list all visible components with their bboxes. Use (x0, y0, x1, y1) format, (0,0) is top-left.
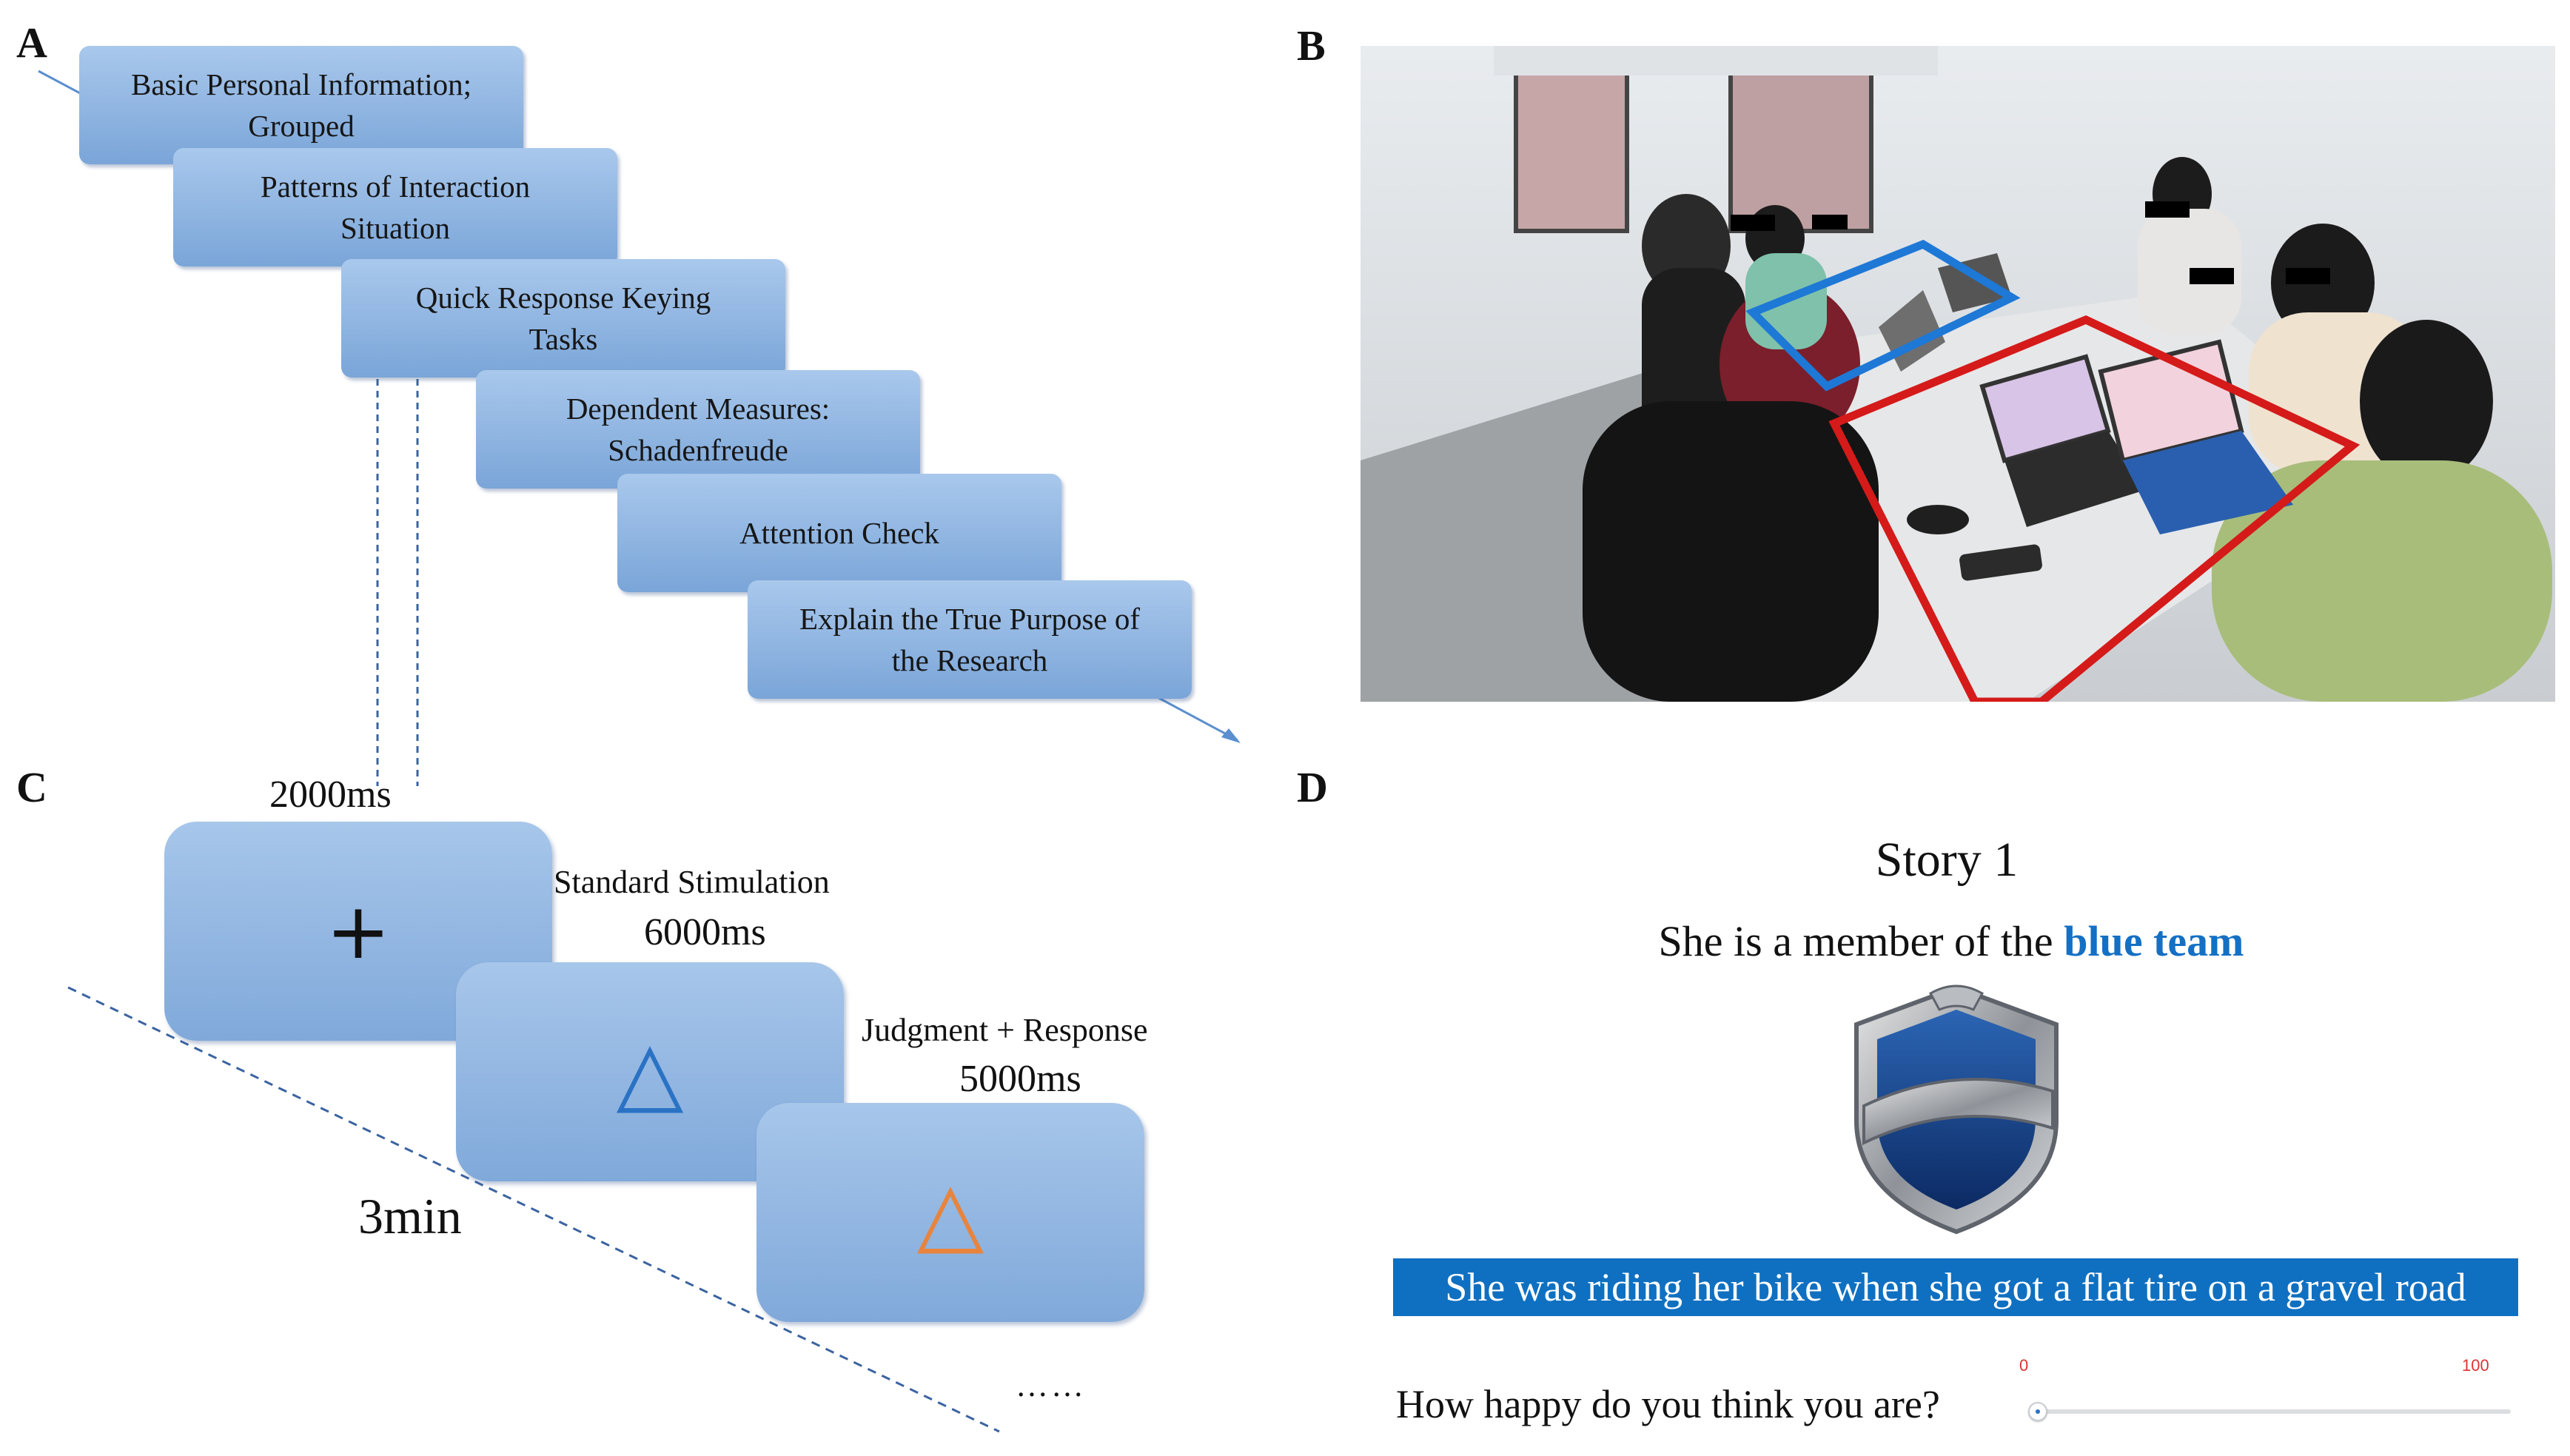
happiness-slider[interactable] (2028, 1402, 2511, 1421)
judgment-response-label: Judgment + Response (862, 1012, 1148, 1048)
blue-triangle-icon: △ (616, 1021, 684, 1123)
step-text-line1: Basic Personal Information; (130, 67, 472, 101)
step-text-line2: the Research (891, 643, 1048, 677)
standard-duration-label: 6000ms (644, 911, 766, 953)
standard-stimulation-label: Standard Stimulation (554, 864, 830, 900)
step-attention-check: Attention Check (617, 474, 1061, 592)
step-explain-purpose: Explain the True Purpose of the Research (748, 580, 1192, 699)
blue-team-shield-emblem-icon (1854, 984, 2059, 1235)
step-text-line2: Situation (340, 211, 451, 245)
fixation-cross-icon: + (326, 886, 391, 976)
fixation-duration-label: 2000ms (269, 774, 392, 816)
blue-team-outline (1745, 239, 2021, 392)
slider-track (2037, 1409, 2511, 1414)
slider-min-label: 0 (2019, 1356, 2029, 1375)
step-text-line1: Attention Check (739, 516, 939, 550)
step-text-line1: Patterns of Interaction (260, 170, 531, 204)
panel-label-a: A (16, 19, 47, 67)
panel-label-b: B (1297, 21, 1326, 70)
team-statement: She is a member of the blue team (1588, 916, 2314, 966)
slider-thumb-dot (2036, 1409, 2040, 1414)
step-dependent-measures: Dependent Measures: Schadenfreude (476, 370, 920, 489)
slider-max-label: 100 (2462, 1356, 2489, 1375)
red-team-outline (1828, 315, 2361, 702)
continuation-ellipsis: …… (1016, 1367, 1087, 1403)
orange-triangle-icon: △ (916, 1161, 984, 1264)
step-text-line2: Grouped (248, 109, 355, 143)
step-basic-personal-information: Basic Personal Information; Grouped (79, 46, 523, 164)
step-text-line1: Dependent Measures: (566, 392, 831, 426)
participants-photo-illustration (1361, 46, 2555, 702)
panel-label-c: C (16, 763, 47, 811)
step-text-line2: Tasks (529, 322, 598, 356)
story-title: Story 1 (1875, 833, 2019, 887)
panel-label-d: D (1297, 763, 1328, 811)
story-scenario-banner: She was riding her bike when she got a f… (1393, 1258, 2518, 1316)
step-text-line1: Explain the True Purpose of (799, 602, 1141, 636)
step-text-line1: Quick Response Keying (415, 281, 711, 315)
team-name: blue team (2064, 917, 2244, 965)
judgment-response-screen: △ (756, 1103, 1144, 1322)
team-statement-prefix: She is a member of the (1658, 917, 2064, 965)
participants-photo (1361, 46, 2555, 702)
standard-stimulation-screen: △ (456, 962, 844, 1181)
judgment-duration-label: 5000ms (959, 1058, 1081, 1100)
slider-thumb[interactable] (2028, 1402, 2047, 1421)
block-duration-label: 3min (358, 1188, 462, 1244)
happiness-question: How happy do you think you are? (1396, 1382, 1940, 1426)
step-text-line2: Schadenfreude (608, 433, 788, 467)
